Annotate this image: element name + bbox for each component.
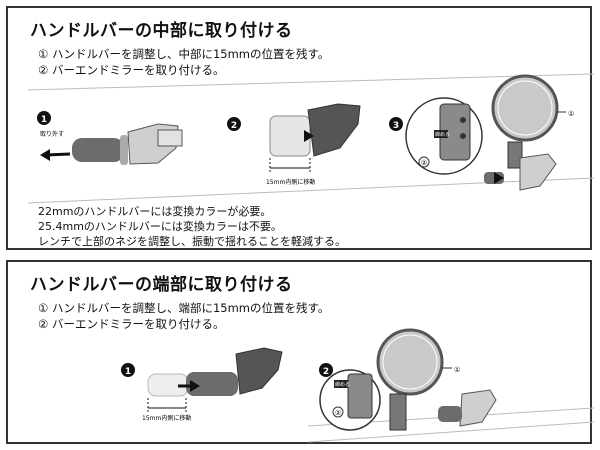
arrow-right-icon xyxy=(304,130,314,142)
step-text-2: ② バーエンドミラーを取り付ける。 xyxy=(38,63,225,77)
grip xyxy=(186,372,238,396)
notes: 22mmのハンドルバーには変換カラーが必要。 25.4mmのハンドルバーには変換… xyxy=(38,204,346,249)
step-2-illustration: 2 締める ② ① xyxy=(307,328,594,443)
step-1-illustration: 1 15mm内側に移動 xyxy=(121,347,283,422)
note-3: レンチで上部のネジを調整し、振動で揺れることを軽減する。 xyxy=(38,235,346,248)
step-2-marker xyxy=(227,117,241,131)
section-title: ハンドルバーの中部に取り付ける xyxy=(30,21,293,41)
tighten-label: 締める xyxy=(435,131,450,138)
step-text-2: ② バーエンドミラーを取り付ける。 xyxy=(38,317,225,331)
section-end-mount: ハンドルバーの端部に取り付ける ① ハンドルバーを調整し、端部に15mmの位置を… xyxy=(6,260,594,444)
mirror-icon xyxy=(491,74,559,142)
arrow-right-icon xyxy=(494,172,504,184)
step-1-marker xyxy=(37,111,51,125)
part-2-label: ② xyxy=(421,159,427,167)
illustration-end-mount: 1 15mm内側に移動 2 締める ② ① xyxy=(121,328,594,443)
section-title: ハンドルバーの端部に取り付ける xyxy=(30,275,293,295)
svg-text:1: 1 xyxy=(41,115,47,125)
step-3-marker xyxy=(389,117,403,131)
step-1-marker xyxy=(121,363,135,377)
part-1-label: ① xyxy=(454,366,460,374)
illustration-center-mount: 1 取り外す 2 15mm内側に移動 3 xyxy=(27,73,594,204)
svg-text:2: 2 xyxy=(323,367,329,377)
part-2-label: ② xyxy=(335,409,341,417)
svg-text:2: 2 xyxy=(231,121,237,131)
switch-housing xyxy=(307,103,361,157)
step-text-1: ① ハンドルバーを調整し、端部に15mmの位置を残す。 xyxy=(38,301,330,315)
remove-label: 取り外す xyxy=(40,130,64,138)
step-text-1: ① ハンドルバーを調整し、中部に15mmの位置を残す。 xyxy=(38,47,330,61)
switch-housing xyxy=(235,347,283,395)
section-center-mount: ハンドルバーの中部に取り付ける ① ハンドルバーを調整し、中部に15mmの位置を… xyxy=(6,6,594,250)
note-1: 22mmのハンドルバーには変換カラーが必要。 xyxy=(38,205,272,218)
instruction-steps: ① ハンドルバーを調整し、中部に15mmの位置を残す。 ② バーエンドミラーを取… xyxy=(38,46,329,78)
measure-label: 15mm内側に移動 xyxy=(266,178,315,186)
step-2-illustration: 2 15mm内側に移動 xyxy=(227,103,361,186)
svg-text:3: 3 xyxy=(393,121,399,131)
step-2-marker xyxy=(319,363,333,377)
tighten-label: 締める xyxy=(335,381,350,388)
step-3-illustration: 3 締める ② ① xyxy=(389,74,574,191)
step-1-illustration: 1 取り外す xyxy=(27,73,594,204)
mirror-icon xyxy=(376,328,444,396)
grip xyxy=(72,138,124,162)
measure-label: 15mm内側に移動 xyxy=(142,414,191,422)
note-2: 25.4mmのハンドルバーには変換カラーは不要。 xyxy=(38,220,282,233)
part-1-label: ① xyxy=(568,110,574,118)
instruction-steps: ① ハンドルバーを調整し、端部に15mmの位置を残す。 ② バーエンドミラーを取… xyxy=(38,300,329,332)
svg-text:1: 1 xyxy=(125,367,131,377)
